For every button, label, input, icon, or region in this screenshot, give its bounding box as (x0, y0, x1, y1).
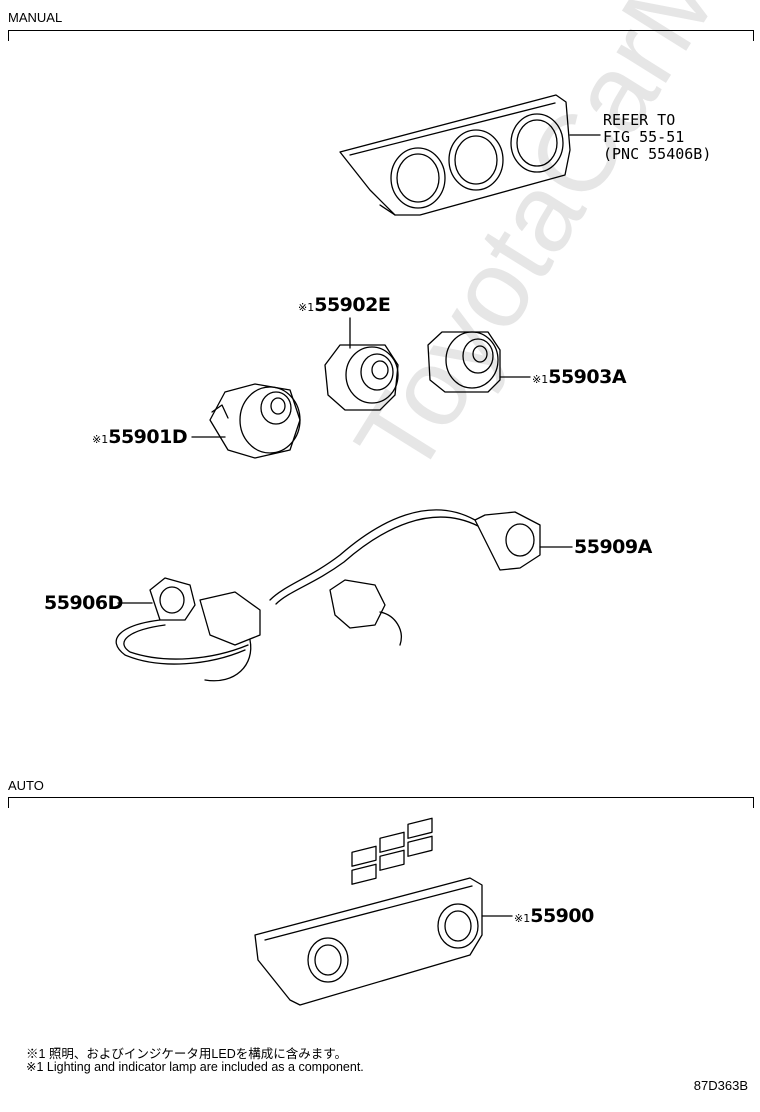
footnote-english: ※1 Lighting and indicator lamp are inclu… (26, 1060, 364, 1074)
part-label-55902e: ※155902E (298, 294, 391, 316)
note-mark: ※1 (514, 912, 531, 925)
part-number: 55902E (314, 294, 391, 316)
part-number: 55903A (548, 366, 627, 388)
note-mark: ※1 (92, 433, 109, 446)
refer-note: REFER TO FIG 55-51 (PNC 55406B) (603, 112, 711, 163)
part-label-55906d: 55906D (44, 592, 123, 614)
refer-line-2: FIG 55-51 (603, 128, 685, 146)
section-label-manual: MANUAL (8, 10, 63, 25)
part-label-55901d: ※155901D (92, 426, 188, 448)
control-panel-auto (254, 817, 513, 1006)
part-number: 55900 (530, 905, 594, 927)
part-label-55900: ※155900 (514, 905, 594, 927)
part-label-55903a: ※155903A (532, 366, 627, 388)
refer-line-3: (PNC 55406B) (603, 145, 712, 163)
figure-code: 87D363B (693, 1078, 748, 1093)
note-mark: ※1 (532, 373, 549, 386)
footnote-japanese: ※1 照明、およびインジケータ用LEDを構成に含みます。 (26, 1047, 347, 1061)
part-number: 55901D (108, 426, 188, 448)
knob-55901d-drawing (191, 383, 301, 459)
knob-55902e-drawing (324, 317, 399, 411)
knob-55903a-drawing (427, 331, 531, 393)
section-divider-auto (8, 797, 754, 808)
control-panel-manual (339, 94, 601, 216)
note-mark: ※1 (298, 301, 315, 314)
wire-harness-drawing (115, 509, 573, 682)
part-label-55909a: 55909A (574, 536, 652, 558)
section-label-auto: AUTO (8, 778, 44, 793)
section-divider-manual (8, 30, 754, 41)
refer-line-1: REFER TO (603, 111, 676, 129)
